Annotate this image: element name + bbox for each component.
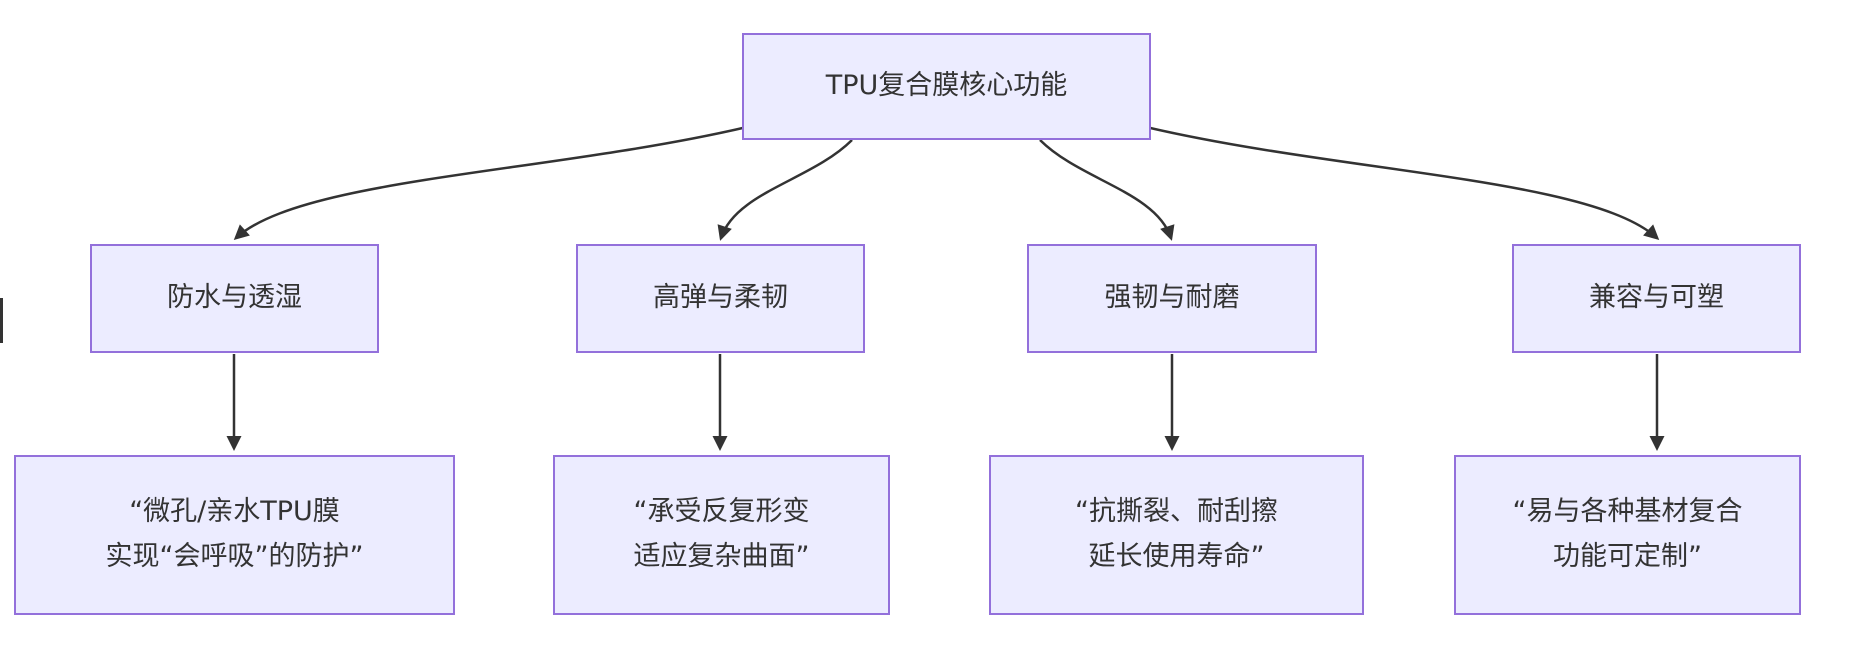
left-edge-artifact (0, 298, 3, 343)
detail-line-2: 延长使用寿命” (1088, 541, 1265, 572)
node-branch-elastic: 高弹与柔韧 (576, 244, 865, 353)
detail-line-2: 功能可定制” (1553, 541, 1702, 572)
node-branch-label: 防水与透湿 (167, 282, 302, 314)
node-branch-compatible: 兼容与可塑 (1512, 244, 1801, 353)
node-detail-durable: “抗撕裂、耐刮擦 延长使用寿命” (989, 455, 1364, 615)
node-branch-durable: 强韧与耐磨 (1027, 244, 1317, 353)
detail-line-1: “抗撕裂、耐刮擦 (1075, 496, 1278, 528)
detail-line-2: 适应复杂曲面” (633, 541, 810, 572)
node-root: TPU复合膜核心功能 (742, 33, 1151, 140)
node-branch-label: 兼容与可塑 (1589, 282, 1724, 314)
node-detail-waterproof: “微孔/亲水TPU膜 实现“会呼吸”的防护” (14, 455, 455, 615)
detail-line-2: 实现“会呼吸”的防护” (105, 541, 364, 572)
detail-line-1: “微孔/亲水TPU膜 (129, 496, 340, 528)
edge-root-to-branch-0 (233, 125, 748, 241)
edge-root-to-branch-1 (717, 139, 853, 241)
edge-root-to-branch-3 (1145, 125, 1660, 241)
edge-root-to-branch-2 (1039, 139, 1175, 241)
detail-line-1: “易与各种基材复合 (1512, 496, 1743, 528)
node-detail-compatible: “易与各种基材复合 功能可定制” (1454, 455, 1801, 615)
node-branch-label: 高弹与柔韧 (653, 282, 788, 314)
detail-line-1: “承受反复形变 (633, 496, 810, 528)
node-root-label: TPU复合膜核心功能 (825, 70, 1068, 102)
node-branch-waterproof: 防水与透湿 (90, 244, 379, 353)
node-branch-label: 强韧与耐磨 (1104, 282, 1240, 314)
node-detail-elastic: “承受反复形变 适应复杂曲面” (553, 455, 890, 615)
